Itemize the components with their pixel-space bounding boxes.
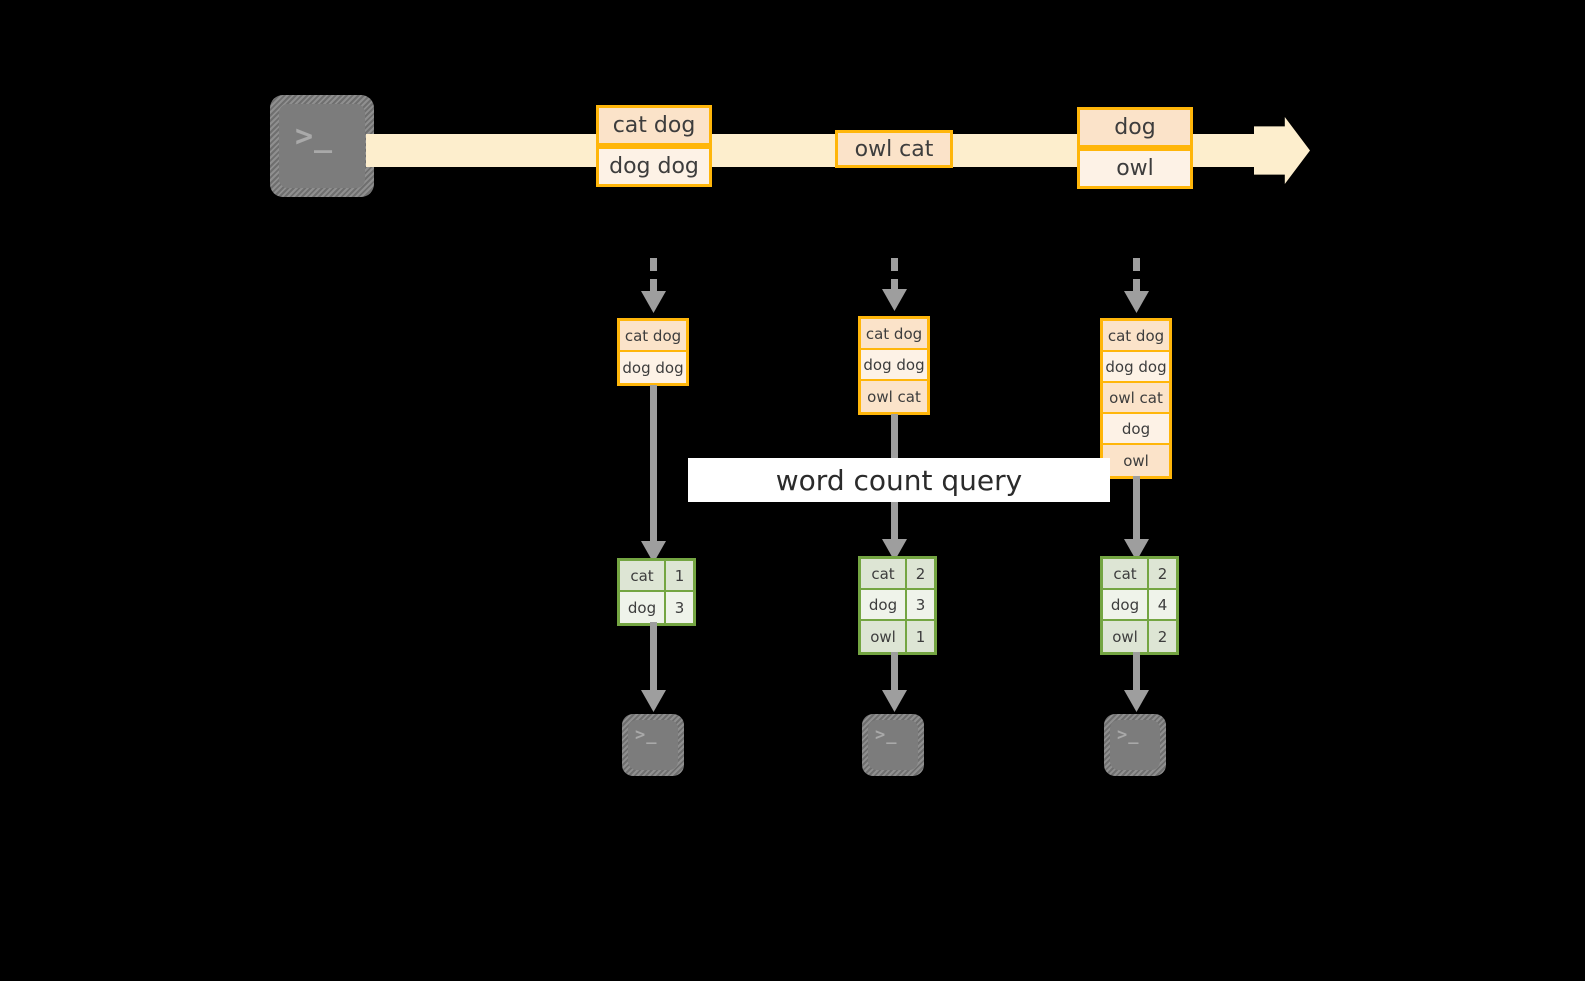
- stream-event-text: dog: [1114, 115, 1156, 140]
- input-table-row: owl: [1103, 445, 1169, 476]
- query-connector-1: [650, 385, 657, 550]
- result-count-cell: 2: [1149, 621, 1176, 652]
- stream-event-box: dog dog: [596, 146, 712, 187]
- table-row: cat 2: [1103, 559, 1176, 590]
- stream-event-box: owl cat: [835, 130, 953, 168]
- table-row: dog 3: [861, 590, 934, 621]
- sink-terminal-icon: >_: [622, 714, 684, 776]
- input-table-row: dog dog: [861, 350, 927, 381]
- result-count-cell: 1: [666, 561, 693, 590]
- sink-connector-3: [1133, 652, 1140, 694]
- trigger-dashed-arrowhead: [882, 289, 907, 311]
- query-label: word count query: [688, 458, 1110, 502]
- sink-connector-arrowhead-2: [882, 690, 907, 712]
- result-table-2: cat 2 dog 3 owl 1: [858, 556, 937, 655]
- result-table-1: cat 1 dog 3: [617, 558, 696, 626]
- terminal-face: [279, 104, 365, 188]
- input-table-row: cat dog: [1103, 321, 1169, 352]
- result-count-cell: 3: [666, 592, 693, 623]
- terminal-prompt-glyph: >_: [635, 725, 658, 745]
- result-count-cell: 4: [1149, 590, 1176, 619]
- result-word-cell: owl: [861, 621, 907, 652]
- result-count-cell: 1: [907, 621, 934, 652]
- input-row-text: dog dog: [1105, 357, 1167, 376]
- terminal-face: [868, 720, 918, 770]
- terminal-prompt-glyph: >_: [295, 119, 334, 154]
- input-row-text: dog dog: [622, 358, 684, 377]
- query-connector-3: [1133, 476, 1140, 548]
- stream-event-box: dog: [1077, 107, 1193, 148]
- result-word-cell: dog: [861, 590, 907, 619]
- unbounded-input-table-3: cat dog dog dog owl cat dog owl: [1100, 318, 1172, 479]
- terminal-face: [628, 720, 678, 770]
- input-row-text: dog dog: [863, 355, 925, 374]
- stream-event-text: owl: [1116, 156, 1154, 181]
- trigger-dashed-arrowhead: [1124, 291, 1149, 313]
- sink-connector-arrowhead-1: [641, 690, 666, 712]
- result-word-cell: cat: [861, 559, 907, 588]
- sink-terminal-icon: >_: [1104, 714, 1166, 776]
- input-table-row: owl cat: [1103, 383, 1169, 414]
- result-count-cell: 2: [1149, 559, 1176, 588]
- sink-connector-arrowhead-3: [1124, 690, 1149, 712]
- trigger-dashed-arrowhead: [641, 291, 666, 313]
- result-count-cell: 2: [907, 559, 934, 588]
- trigger-dashed-connector: [891, 258, 898, 292]
- result-word-cell: cat: [1103, 559, 1149, 588]
- input-table-row: dog dog: [1103, 352, 1169, 383]
- input-row-text: cat dog: [1107, 326, 1165, 345]
- result-table-3: cat 2 dog 4 owl 2: [1100, 556, 1179, 655]
- input-table-row: dog dog: [620, 352, 686, 383]
- trigger-dashed-connector: [650, 258, 657, 294]
- stream-event-text: dog dog: [609, 154, 699, 179]
- input-row-text: dog: [1121, 419, 1151, 438]
- input-table-row: dog: [1103, 414, 1169, 445]
- table-row: owl 2: [1103, 621, 1176, 652]
- result-word-cell: dog: [620, 592, 666, 623]
- unbounded-input-table-2: cat dog dog dog owl cat: [858, 316, 930, 415]
- result-word-cell: cat: [620, 561, 666, 590]
- terminal-face: [1110, 720, 1160, 770]
- sink-connector-1: [650, 622, 657, 694]
- input-table-row: cat dog: [620, 321, 686, 352]
- trigger-dashed-connector: [1133, 258, 1140, 294]
- input-table-row: cat dog: [861, 319, 927, 350]
- sink-terminal-icon: >_: [862, 714, 924, 776]
- input-row-text: cat dog: [865, 324, 923, 343]
- input-table-row: owl cat: [861, 381, 927, 412]
- table-row: owl 1: [861, 621, 934, 652]
- stream-event-text: cat dog: [612, 113, 696, 138]
- terminal-prompt-glyph: >_: [1117, 725, 1140, 745]
- result-word-cell: owl: [1103, 621, 1149, 652]
- sink-connector-2: [891, 652, 898, 694]
- table-row: cat 1: [620, 561, 693, 592]
- input-row-text: cat dog: [624, 326, 682, 345]
- stream-event-text: owl cat: [854, 136, 934, 162]
- query-label-text: word count query: [775, 463, 1023, 497]
- table-row: dog 4: [1103, 590, 1176, 621]
- unbounded-input-table-1: cat dog dog dog: [617, 318, 689, 386]
- source-terminal-icon: >_: [270, 95, 374, 197]
- result-count-cell: 3: [907, 590, 934, 619]
- stream-event-box: owl: [1077, 148, 1193, 189]
- terminal-prompt-glyph: >_: [875, 725, 898, 745]
- result-word-cell: dog: [1103, 590, 1149, 619]
- table-row: cat 2: [861, 559, 934, 590]
- input-stream-arrowhead: [1254, 117, 1310, 184]
- input-row-text: owl: [1123, 451, 1149, 470]
- stream-event-box: cat dog: [596, 105, 712, 146]
- input-row-text: owl cat: [1109, 388, 1163, 407]
- table-row: dog 3: [620, 592, 693, 623]
- input-row-text: owl cat: [867, 387, 921, 406]
